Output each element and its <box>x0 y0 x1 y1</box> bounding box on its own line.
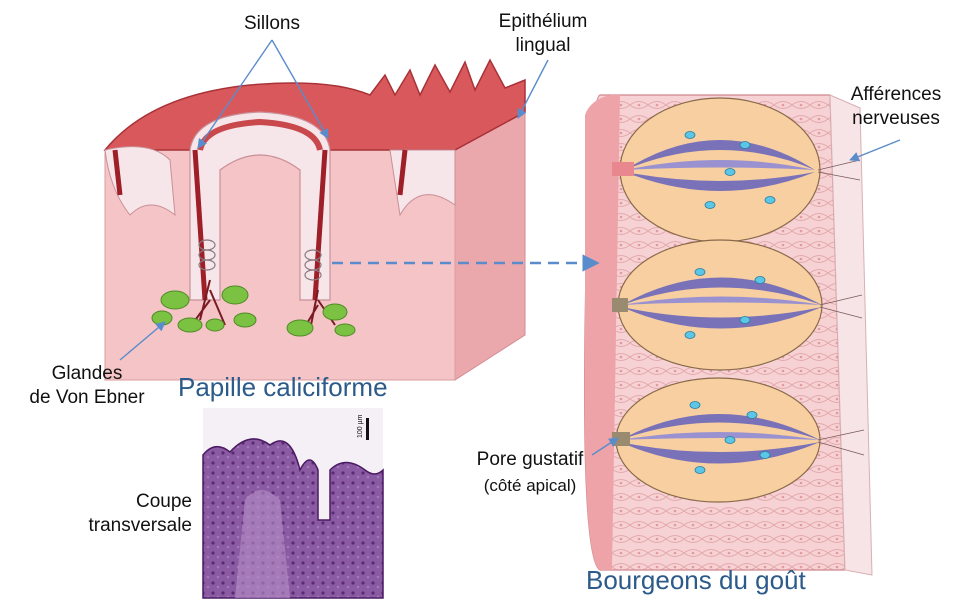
label-afferences-line1: Afférences <box>836 83 956 106</box>
label-glandes-line2: de Von Ebner <box>22 386 152 409</box>
label-epithelium-line2: lingual <box>478 34 608 57</box>
label-coupe-line2: transversale <box>60 514 192 537</box>
label-pore-line1: Pore gustatif <box>460 448 600 471</box>
title-papille: Papille caliciforme <box>178 372 388 402</box>
label-epithelium-line1: Epithélium <box>478 10 608 33</box>
label-afferences-line2: nerveuses <box>836 107 956 130</box>
taste-bud-panel <box>585 95 872 575</box>
label-pore-line2: (côté apical) <box>460 474 600 497</box>
histology-section: 100 µm <box>203 408 383 598</box>
title-bourgeons: Bourgeons du goût <box>586 565 806 595</box>
scale-bar-label: 100 µm <box>357 414 364 438</box>
label-glandes-line1: Glandes <box>22 362 152 385</box>
label-sillons: Sillons <box>226 12 318 35</box>
papilla-block <box>105 60 525 380</box>
label-coupe-line1: Coupe <box>60 490 192 513</box>
